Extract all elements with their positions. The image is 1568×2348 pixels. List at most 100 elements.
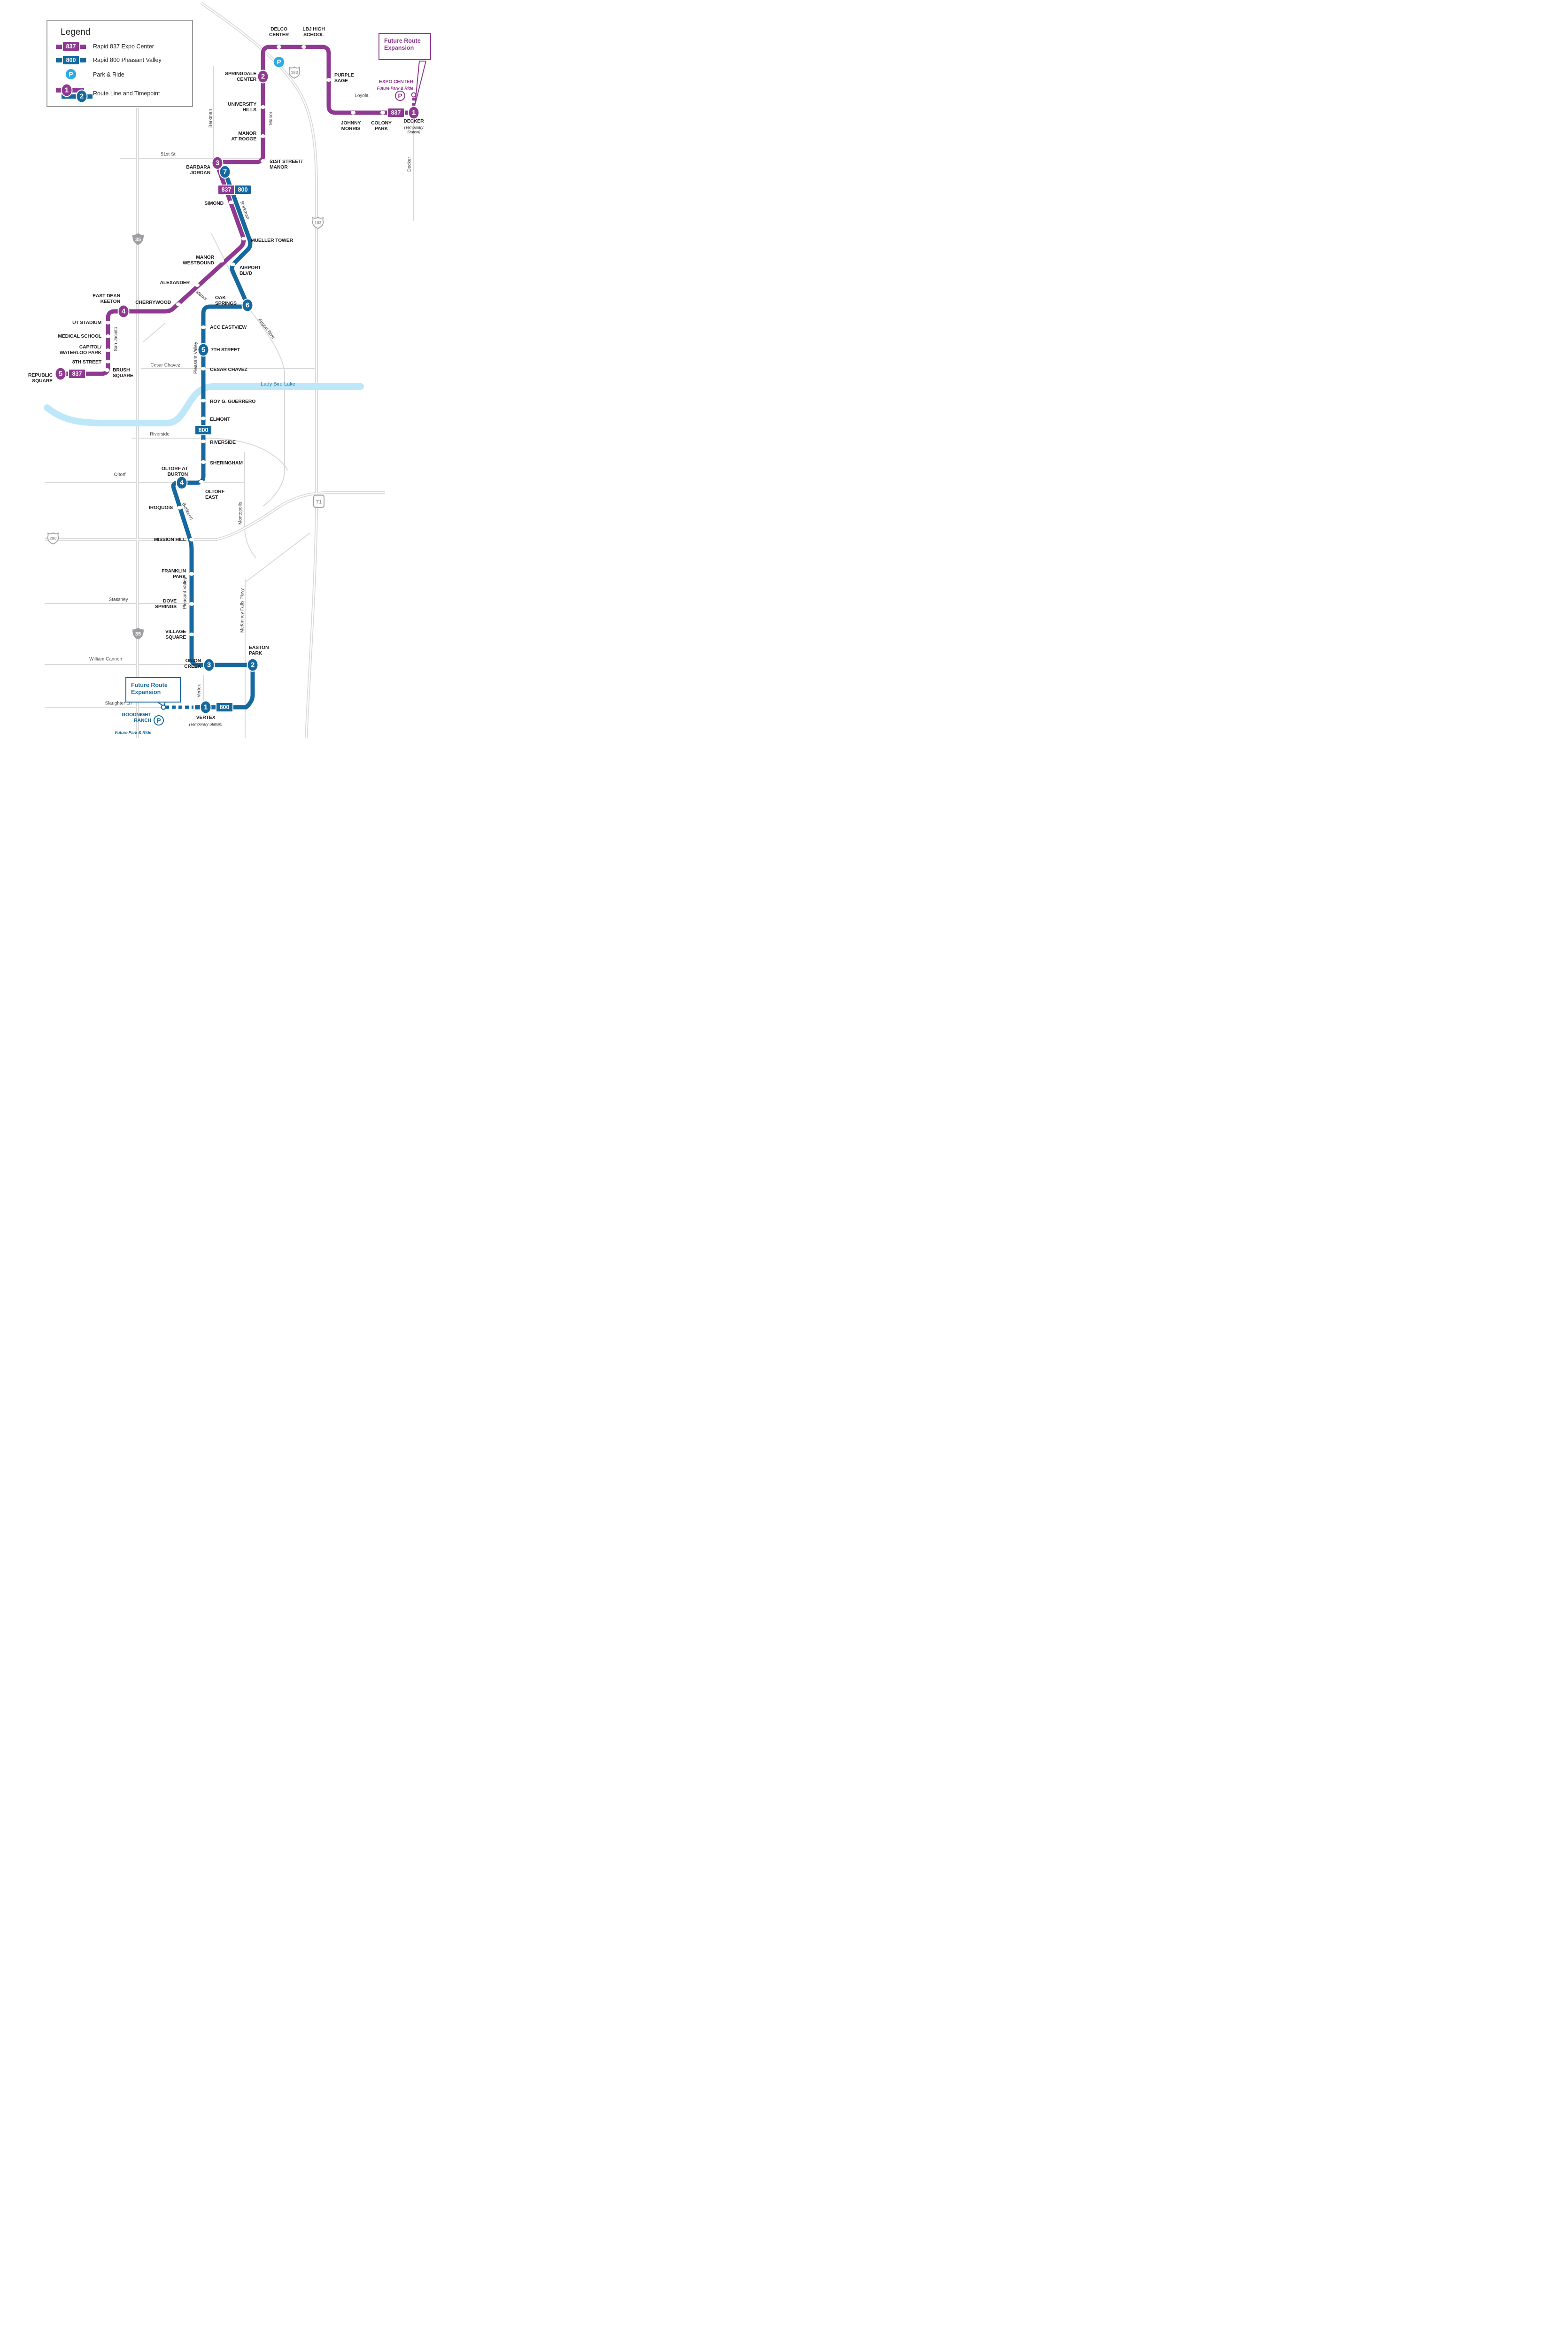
- timepoint-purple-2[interactable]: 2: [257, 70, 269, 84]
- station-dot-blue-7[interactable]: [199, 480, 204, 484]
- station-dot-blue-0[interactable]: [231, 263, 235, 266]
- station-dot-blue-9[interactable]: [189, 538, 194, 541]
- station-dot-purple-6[interactable]: [261, 134, 265, 138]
- station-label-future-park-ride[interactable]: Future Park & Ride: [115, 730, 152, 735]
- route-badge-800[interactable]: 800: [234, 185, 252, 195]
- timepoint-purple-1[interactable]: 1: [408, 106, 420, 120]
- station-label--temporary-station-[interactable]: (Temporary Station): [189, 722, 223, 726]
- timepoint-blue-5[interactable]: 5: [197, 343, 209, 357]
- station-dot-purple-3[interactable]: [351, 111, 355, 115]
- station-dot-blue-8[interactable]: [178, 506, 182, 510]
- timepoint-blue-1[interactable]: 1: [200, 700, 212, 714]
- timepoint-blue-6[interactable]: 6: [241, 298, 254, 312]
- station-label-expo-center[interactable]: EXPO CENTER: [379, 79, 413, 85]
- station-dot-blue-4[interactable]: [201, 417, 206, 420]
- station-dot-blue-5[interactable]: [201, 440, 206, 443]
- station-dot-purple-17[interactable]: [105, 368, 109, 372]
- station-dot-blue-11[interactable]: [189, 602, 194, 606]
- timepoint-purple-4[interactable]: 4: [117, 304, 130, 318]
- station-dot-purple-0[interactable]: [277, 45, 281, 49]
- parkride-icon-2[interactable]: P: [154, 715, 164, 726]
- station-label-vertex[interactable]: VERTEX: [196, 715, 216, 720]
- future-terminus-dot-1[interactable]: [161, 704, 166, 710]
- station-dot-purple-5[interactable]: [261, 105, 265, 109]
- station-dot-purple-15[interactable]: [106, 348, 110, 352]
- station-dot-purple-14[interactable]: [106, 334, 110, 338]
- station-label-riverside[interactable]: RIVERSIDE: [210, 440, 236, 445]
- station-label-medical-school[interactable]: MEDICAL SCHOOL: [58, 333, 101, 339]
- station-label-decker[interactable]: DECKER: [403, 118, 424, 124]
- station-label-51st-street-manor[interactable]: 51ST STREET/MANOR: [270, 159, 302, 170]
- station-label-cesar-chavez[interactable]: CESAR CHAVEZ: [210, 367, 247, 372]
- station-label-elmont[interactable]: ELMONT: [210, 417, 230, 422]
- station-dot-purple-16[interactable]: [106, 360, 110, 363]
- future-terminus-dot-0[interactable]: [411, 92, 417, 98]
- station-label-capitol-waterloo-park[interactable]: CAPITOL/WATERLOO PARK: [60, 344, 101, 355]
- station-label-ut-stadium[interactable]: UT STADIUM: [72, 320, 101, 325]
- station-label-iroquois[interactable]: IROQUOIS: [149, 505, 173, 510]
- station-dot-purple-7[interactable]: [261, 159, 265, 163]
- station-dot-purple-2[interactable]: [326, 78, 331, 82]
- station-dot-purple-10[interactable]: [219, 259, 224, 263]
- station-dot-purple-12[interactable]: [176, 302, 181, 306]
- route-badge-837[interactable]: 837: [217, 185, 235, 195]
- station-dot-purple-11[interactable]: [195, 283, 200, 287]
- station-label-7th-street[interactable]: 7TH STREET: [211, 347, 240, 353]
- station-dot-blue-1[interactable]: [201, 325, 206, 329]
- station-dot-blue-3[interactable]: [201, 399, 206, 402]
- station-label-simond[interactable]: SIMOND: [204, 201, 224, 206]
- station-label-sheringham[interactable]: SHERINGHAM: [210, 460, 243, 466]
- route-badge-837[interactable]: 837: [68, 369, 86, 379]
- timepoint-blue-7[interactable]: 7: [219, 165, 231, 179]
- parkride-icon-1[interactable]: P: [395, 91, 405, 101]
- station-label-alexander[interactable]: ALEXANDER: [160, 280, 190, 286]
- timepoint-blue-4[interactable]: 4: [176, 476, 188, 490]
- station-label-8th-street[interactable]: 8TH STREET: [72, 359, 101, 365]
- station-dot-purple-9[interactable]: [241, 237, 246, 240]
- route-badge-837[interactable]: 837: [387, 108, 405, 118]
- route-badge-800[interactable]: 800: [194, 425, 212, 435]
- station-dot-blue-10[interactable]: [189, 572, 194, 576]
- station-dot-purple-13[interactable]: [106, 321, 110, 324]
- station-label-roy-g-guerrero[interactable]: ROY G. GUERRERO: [210, 399, 255, 404]
- parkride-icon-0[interactable]: P: [274, 57, 284, 67]
- station-label-mission-hill[interactable]: MISSION HILL: [154, 537, 186, 542]
- timepoint-purple-5[interactable]: 5: [54, 367, 67, 381]
- station-dot-purple-4[interactable]: [380, 111, 385, 115]
- timepoint-blue-2[interactable]: 2: [247, 658, 259, 672]
- station-label-cherrywood[interactable]: CHERRYWOOD: [135, 300, 171, 305]
- station-dot-blue-12[interactable]: [189, 633, 194, 636]
- station-dot-blue-2[interactable]: [201, 367, 206, 371]
- station-label-future-park-ride[interactable]: Future Park & Ride: [377, 85, 414, 91]
- station-label-acc-eastview[interactable]: ACC EASTVIEW: [210, 324, 247, 330]
- station-dot-blue-6[interactable]: [201, 460, 206, 464]
- station-dot-purple-1[interactable]: [301, 45, 306, 49]
- station-label-mueller-tower[interactable]: MUELLER TOWER: [251, 238, 293, 243]
- route-badge-800[interactable]: 800: [216, 702, 233, 712]
- station-dot-purple-8[interactable]: [229, 201, 233, 204]
